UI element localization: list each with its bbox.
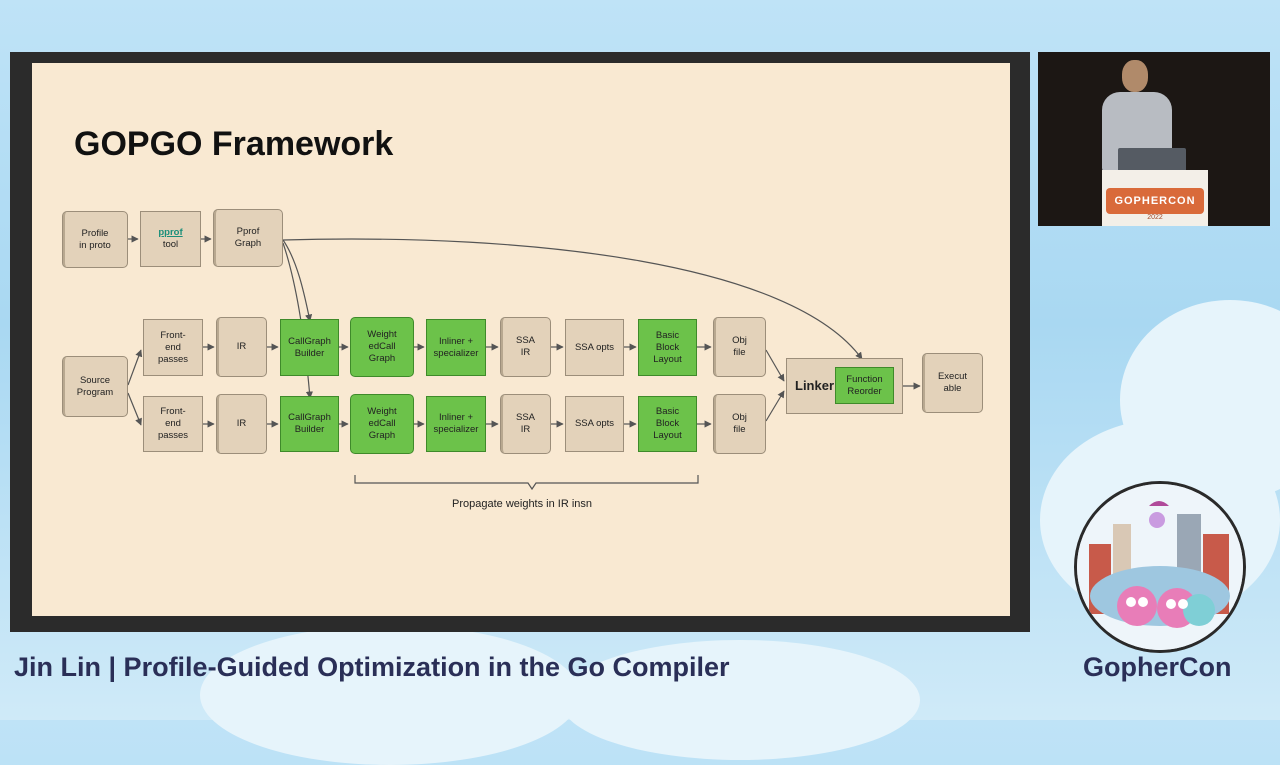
badge-illustration xyxy=(1077,484,1243,650)
talk-title: Jin Lin | Profile-Guided Optimization in… xyxy=(14,652,730,682)
podium-year: 2022 xyxy=(1147,214,1163,221)
node-executable: Execut able xyxy=(922,353,983,413)
node-inliner-specializer: Inliner + specializer xyxy=(426,396,486,452)
background-cloud xyxy=(200,625,580,765)
node-frontend-passes: Front- end passes xyxy=(143,396,203,452)
node-ssa-opts: SSA opts xyxy=(565,396,624,452)
node-pprof-tool: pprof tool xyxy=(140,211,201,267)
gophercon-chicago-badge xyxy=(1074,481,1246,653)
brace-label: Propagate weights in IR insn xyxy=(452,498,593,510)
speaker-head xyxy=(1122,60,1148,92)
node-ir: IR xyxy=(216,394,267,454)
node-obj-file: Obj file xyxy=(713,317,766,377)
node-profile-in-proto: Profile in proto xyxy=(62,211,128,268)
node-ir: IR xyxy=(216,317,267,377)
node-basic-block-layout: Basic Block Layout xyxy=(638,396,697,452)
laptop xyxy=(1118,148,1186,172)
node-ssa-opts: SSA opts xyxy=(565,319,624,376)
node-function-reorder: Function Reorder xyxy=(835,367,894,404)
node-weighted-callgraph: Weight edCall Graph xyxy=(350,317,414,377)
node-inliner-specializer: Inliner + specializer xyxy=(426,319,486,376)
linker-label: Linker xyxy=(795,378,835,393)
pprof-tool-label: tool xyxy=(162,239,179,250)
diagram-arrows xyxy=(127,235,921,491)
node-callgraph-builder: CallGraph Builder xyxy=(280,396,339,452)
slide-title: GOPGO Framework xyxy=(74,125,394,163)
node-frontend-passes: Front- end passes xyxy=(143,319,203,376)
node-ssa-ir: SSA IR xyxy=(500,394,551,454)
node-weighted-callgraph: Weight edCall Graph xyxy=(350,394,414,454)
brand-name: GopherCon xyxy=(1083,652,1232,682)
podium: GOPHERCON 2022 xyxy=(1102,170,1208,226)
slide: GOPGO Framework xyxy=(32,63,1010,616)
pprof-link[interactable]: pprof xyxy=(158,227,183,238)
node-pprof-graph: Pprof Graph xyxy=(213,209,283,267)
node-source-program: Source Program xyxy=(62,356,128,417)
node-basic-block-layout: Basic Block Layout xyxy=(638,319,697,376)
node-ssa-ir: SSA IR xyxy=(500,317,551,377)
speaker-video: GOPHERCON 2022 xyxy=(1038,52,1270,226)
node-callgraph-builder: CallGraph Builder xyxy=(280,319,339,376)
node-obj-file: Obj file xyxy=(713,394,766,454)
podium-sign: GOPHERCON xyxy=(1106,188,1204,214)
